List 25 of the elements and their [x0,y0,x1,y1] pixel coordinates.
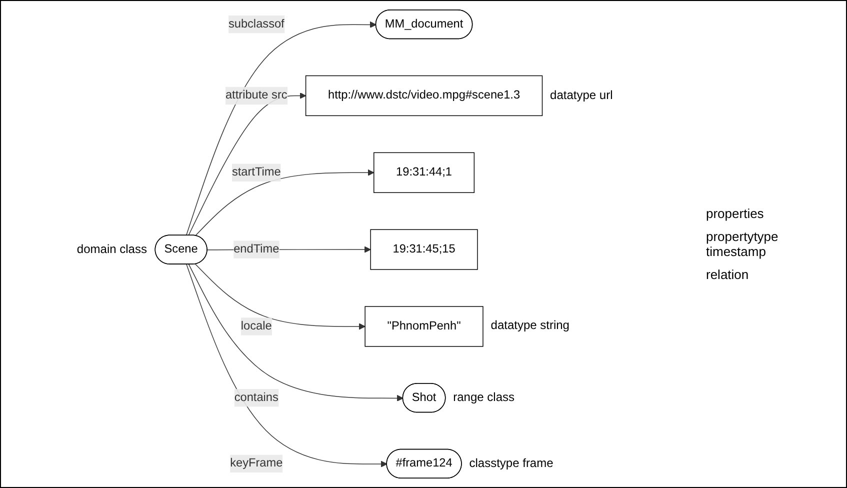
annotation-label: properties [706,206,765,221]
node-annotation: datatype string [490,318,570,332]
edge-label: attribute src [225,89,288,102]
edge-label: endTime [233,242,279,256]
node-annotation: datatype url [550,88,613,102]
arrow [188,264,404,402]
arrow [194,169,374,236]
arrow [188,92,306,236]
edge-label: contains [234,391,278,404]
annotation-label: propertytype timestamp [706,229,780,259]
node-box: 19:31:44;1 [373,152,474,193]
arrow [186,264,388,468]
node-annotation: domain class [76,242,147,256]
node-box: 19:31:45;15 [370,229,478,270]
arrow [194,264,366,330]
node-box: http://www.dstc/video.mpg#scene1.3 [305,75,542,116]
edge-label: subclassof [228,18,284,30]
arrow [186,21,376,236]
node-annotation: classtype frame [469,456,554,470]
edge-label: locale [240,320,272,332]
node-annotation: range class [453,390,514,404]
edge-label: keyFrame [230,457,282,470]
edge-label: startTime [232,166,281,179]
node-box: "PhnomPenh" [364,306,484,347]
annotation-label: relation [706,267,750,282]
